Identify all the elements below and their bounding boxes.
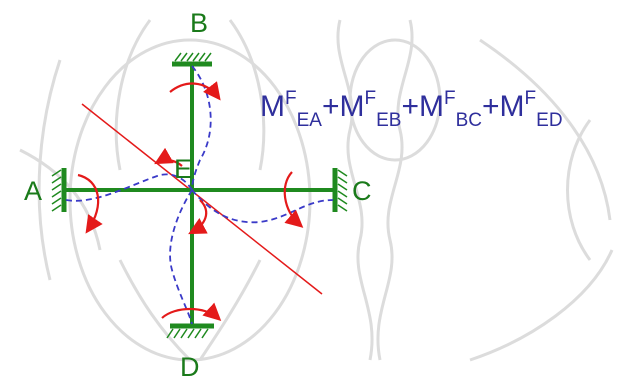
- equation-term-2-plus: +: [322, 90, 340, 123]
- node-label-c: C: [352, 176, 372, 206]
- moment-arrow-c: [283, 171, 304, 228]
- moment-equation: MFEA+MFEB+MFBC+MFED: [260, 88, 563, 131]
- support-d: [166, 323, 214, 339]
- equation-term-1-sup: F: [285, 88, 297, 109]
- node-label-b: B: [190, 8, 208, 38]
- node-label-e: E: [174, 154, 192, 184]
- node-label-d: D: [180, 352, 200, 382]
- moment-arrows: [77, 81, 304, 321]
- equation-term-3-sup: F: [444, 88, 456, 109]
- frame-members: [64, 64, 333, 325]
- equation-term-2-sup: F: [365, 88, 377, 109]
- equation-term-3-sub: BC: [456, 110, 482, 131]
- equation-term-4-sup: F: [525, 88, 537, 109]
- equation-term-2-letter: M: [340, 90, 365, 123]
- node-label-a: A: [24, 176, 42, 206]
- equation-term-4-plus: +: [482, 90, 500, 123]
- support-c: [332, 168, 348, 212]
- equation-term-2-sub: EB: [376, 110, 401, 131]
- equation-term-3-letter: M: [419, 90, 444, 123]
- equation-term-4-letter: M: [500, 90, 525, 123]
- moment-arrow-b: [169, 81, 221, 101]
- support-b: [172, 52, 212, 67]
- moment-arrow-a: [77, 173, 103, 234]
- equation-term-1-letter: M: [260, 90, 285, 123]
- deflection-ea: [65, 173, 193, 202]
- equation-term-4-sub: ED: [536, 110, 562, 131]
- moment-arrow-e-bottom: [188, 199, 208, 235]
- diagonal-line: [81, 103, 323, 295]
- deflection-ec: [191, 189, 334, 224]
- moment-arrow-e-top: [154, 147, 183, 167]
- equation-term-3-plus: +: [401, 90, 419, 123]
- equation-term-1-sub: EA: [297, 110, 323, 131]
- deflection-ed: [169, 189, 193, 325]
- support-a: [51, 168, 67, 212]
- moment-arrow-d: [161, 302, 222, 321]
